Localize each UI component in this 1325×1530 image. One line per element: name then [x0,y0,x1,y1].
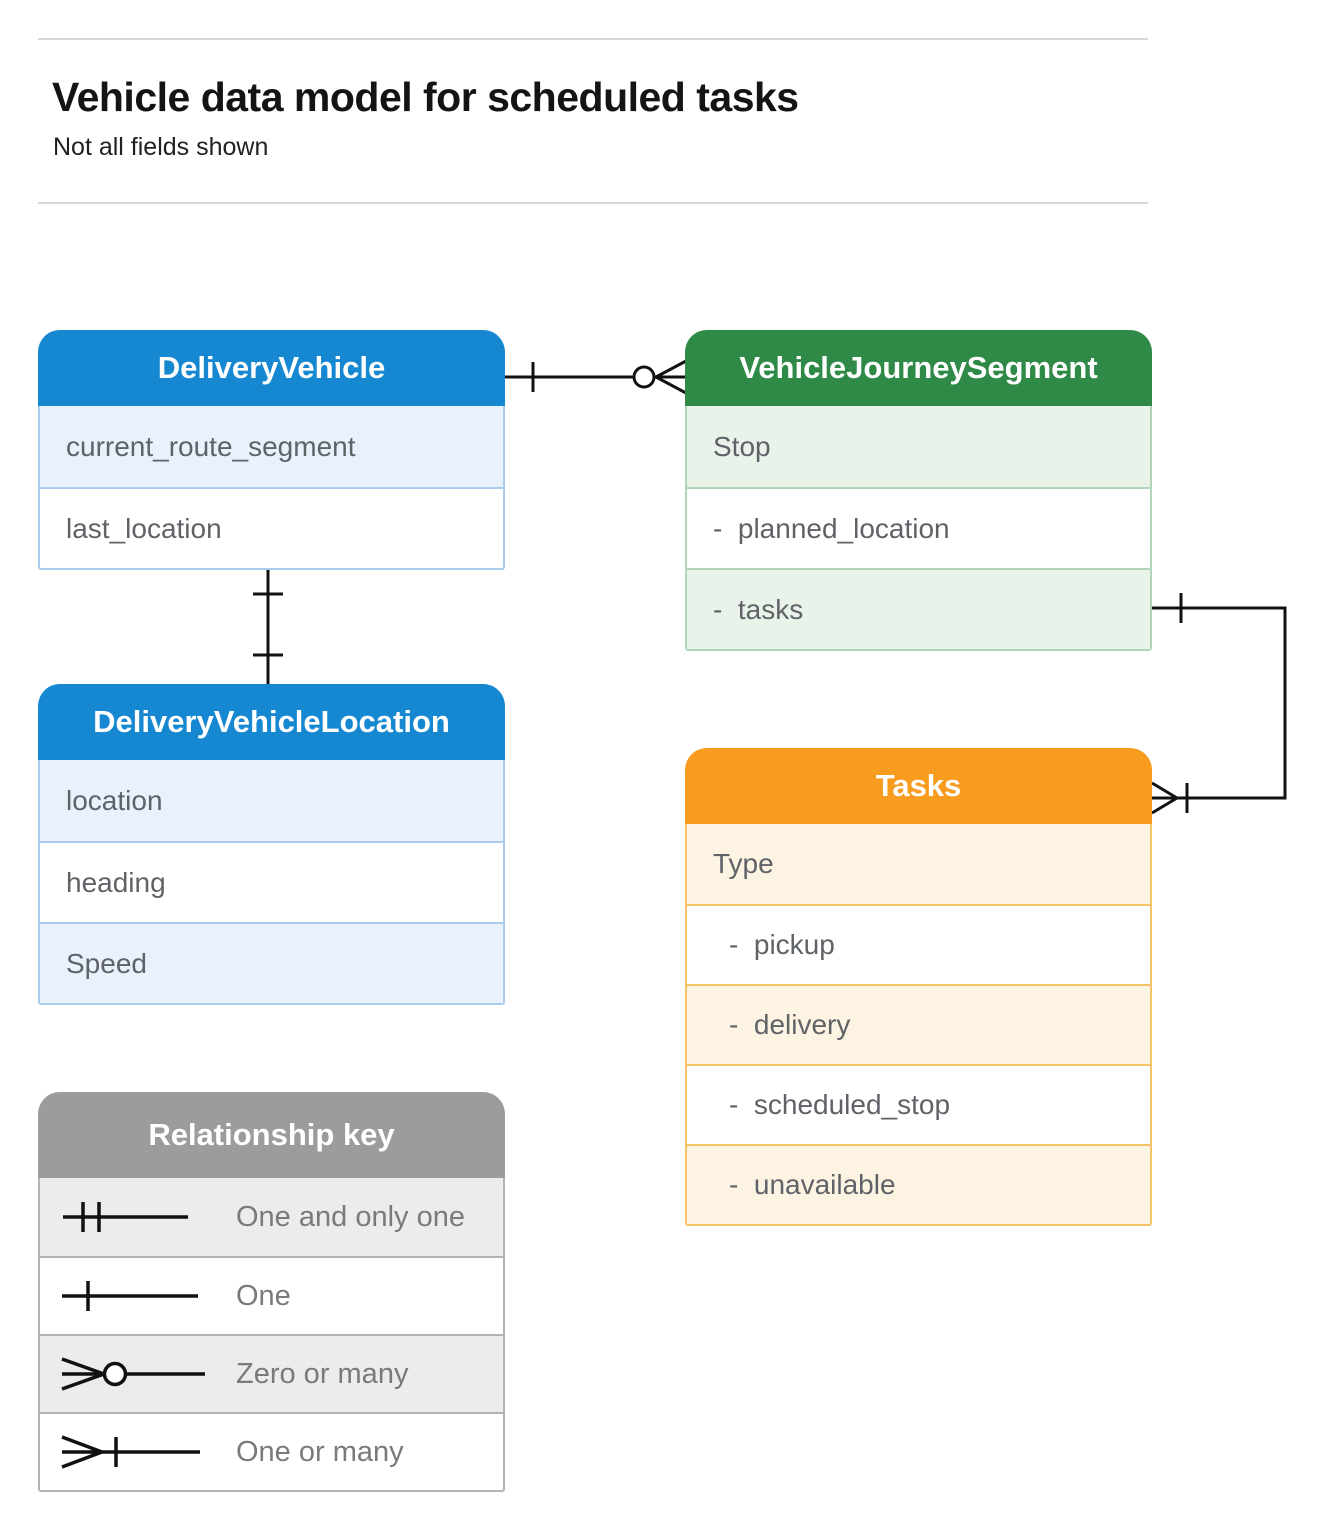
entity-field-list: current_route_segment last_location [38,406,505,570]
entity-vehicle-journey-segment: VehicleJourneySegment Stop - planned_loc… [685,330,1152,651]
field-row: current_route_segment [40,406,503,487]
top-divider [38,38,1148,40]
field-row: - tasks [687,568,1150,649]
one-or-many-icon [58,1432,208,1472]
entity-tasks: Tasks Type - pickup - delivery - schedul… [685,748,1152,1226]
field-row: - pickup [687,904,1150,984]
key-row: One [40,1256,503,1334]
key-label: One and only one [236,1200,465,1233]
field-row: Type [687,824,1150,904]
entity-title: VehicleJourneySegment [685,330,1152,406]
one-and-only-one-icon [58,1197,208,1237]
relationship-key-list: One and only one One [38,1178,505,1492]
field-row: location [40,760,503,841]
key-row: Zero or many [40,1334,503,1412]
connector-vehiclejourneysegment-tasks [1151,593,1287,815]
field-row: - delivery [687,984,1150,1064]
field-row: Stop [687,406,1150,487]
field-row: Speed [40,922,503,1003]
page-title: Vehicle data model for scheduled tasks [52,74,799,120]
key-label: One [236,1279,291,1312]
entity-field-list: Type - pickup - delivery - scheduled_sto… [685,824,1152,1226]
entity-delivery-vehicle: DeliveryVehicle current_route_segment la… [38,330,505,570]
key-label: Zero or many [236,1357,409,1390]
connector-deliveryvehicle-deliveryvehiclelocation [253,568,283,684]
zero-circle [632,365,656,389]
entity-field-list: Stop - planned_location - tasks [685,406,1152,651]
field-row: - planned_location [687,487,1150,568]
entity-title: DeliveryVehicle [38,330,505,406]
field-row: heading [40,841,503,922]
key-row: One or many [40,1412,503,1490]
zero-or-many-icon [58,1354,208,1394]
field-row: - scheduled_stop [687,1064,1150,1144]
connector-deliveryvehicle-vehiclejourneysegment [505,359,687,395]
field-row: - unavailable [687,1144,1150,1224]
entity-title: DeliveryVehicleLocation [38,684,505,760]
header-divider [38,202,1148,204]
crow-foot [1151,781,1178,815]
entity-field-list: location heading Speed [38,760,505,1005]
relationship-key-title: Relationship key [38,1092,505,1178]
entity-title: Tasks [685,748,1152,824]
relationship-key: Relationship key One and only one [38,1092,505,1492]
field-row: last_location [40,487,503,568]
crow-foot [655,359,687,395]
key-row: One and only one [40,1178,503,1256]
one-icon [58,1276,208,1316]
entity-delivery-vehicle-location: DeliveryVehicleLocation location heading… [38,684,505,1005]
key-label: One or many [236,1435,404,1468]
page-subtitle: Not all fields shown [53,133,269,161]
